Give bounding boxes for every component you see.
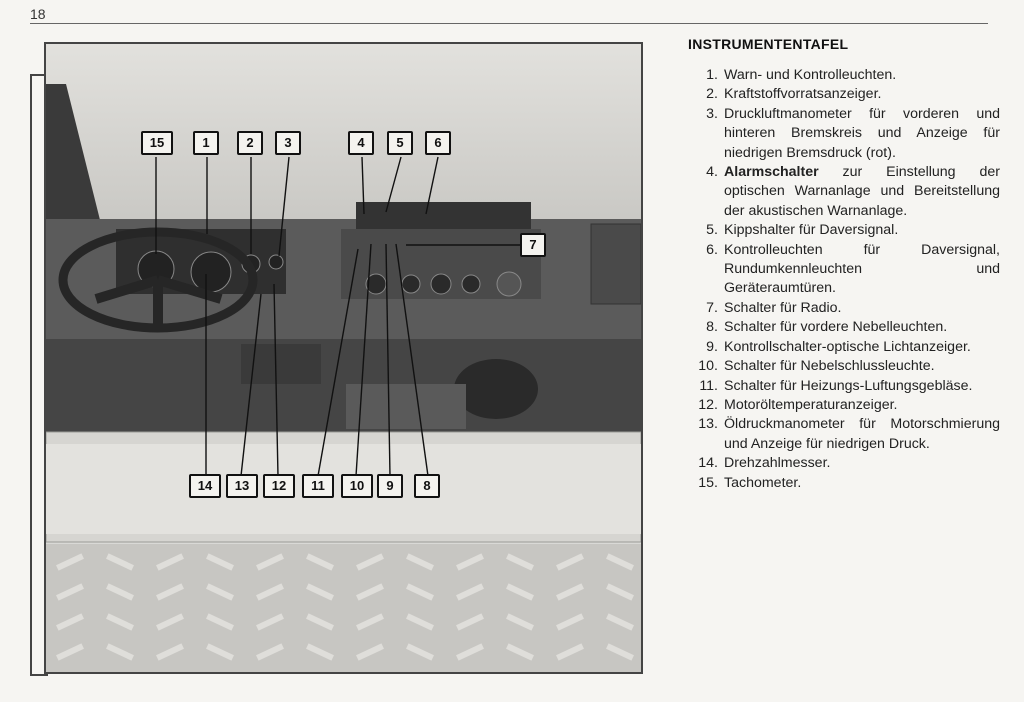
- callout-11: 11: [302, 474, 334, 498]
- callout-3: 3: [275, 131, 301, 155]
- photo-frame-notch: [30, 74, 48, 676]
- legend-item: 15.Tachometer.: [698, 474, 802, 491]
- page-number: 18: [30, 6, 46, 22]
- legend-list: 1.Warn- und Kontrolleuchten. 2.Kraftstof…: [688, 66, 1000, 493]
- legend-item: 7.Schalter für Radio.: [706, 299, 842, 316]
- callout-12: 12: [263, 474, 295, 498]
- callout-10: 10: [341, 474, 373, 498]
- legend-item: 13.Öldruckmanometer für Motorschmierung …: [698, 416, 1000, 452]
- callout-13: 13: [226, 474, 258, 498]
- callout-2: 2: [237, 131, 263, 155]
- legend-item: 4.Alarmschalter zur Einstellung der opti…: [706, 164, 1000, 219]
- legend-item: 2.Kraftstoffvorratsanzeiger.: [706, 86, 882, 103]
- legend-item: 6.Kontrolleuchten für Daversignal, Rundu…: [706, 241, 1000, 297]
- legend-item: 14.Drehzahlmesser.: [698, 455, 831, 472]
- callout-8: 8: [414, 474, 440, 498]
- legend-column: INSTRUMENTENTAFEL 1.Warn- und Kontrolleu…: [688, 36, 1000, 493]
- section-title: INSTRUMENTENTAFEL: [688, 36, 849, 52]
- legend-item: 11.Schalter für Heizungs-Luftungsgebläse…: [699, 377, 973, 394]
- dashboard-photo: [44, 42, 643, 674]
- callout-9: 9: [377, 474, 403, 498]
- legend-item: 1.Warn- und Kontrolleuchten.: [706, 67, 897, 83]
- callout-5: 5: [387, 131, 413, 155]
- legend-item: 9.Kontrollschalter-optische Lichtanzeige…: [706, 338, 971, 355]
- callout-14: 14: [189, 474, 221, 498]
- callout-7: 7: [520, 233, 546, 257]
- callout-6: 6: [425, 131, 451, 155]
- callout-1: 1: [193, 131, 219, 155]
- legend-item: 12.Motoröltemperaturanzeiger.: [698, 396, 898, 413]
- legend-item: 10.Schalter für Nebelschlussleuchte.: [698, 358, 935, 375]
- top-rule: [30, 23, 988, 24]
- legend-item: 3.Druckluftmanometer für vorderen und hi…: [706, 105, 1000, 161]
- callout-15: 15: [141, 131, 173, 155]
- callout-4: 4: [348, 131, 374, 155]
- legend-item: 5.Kippshalter für Daversignal.: [706, 222, 899, 239]
- dashboard-illustration: [46, 44, 641, 672]
- legend-item: 8.Schalter für vordere Nebelleuchten.: [706, 319, 948, 336]
